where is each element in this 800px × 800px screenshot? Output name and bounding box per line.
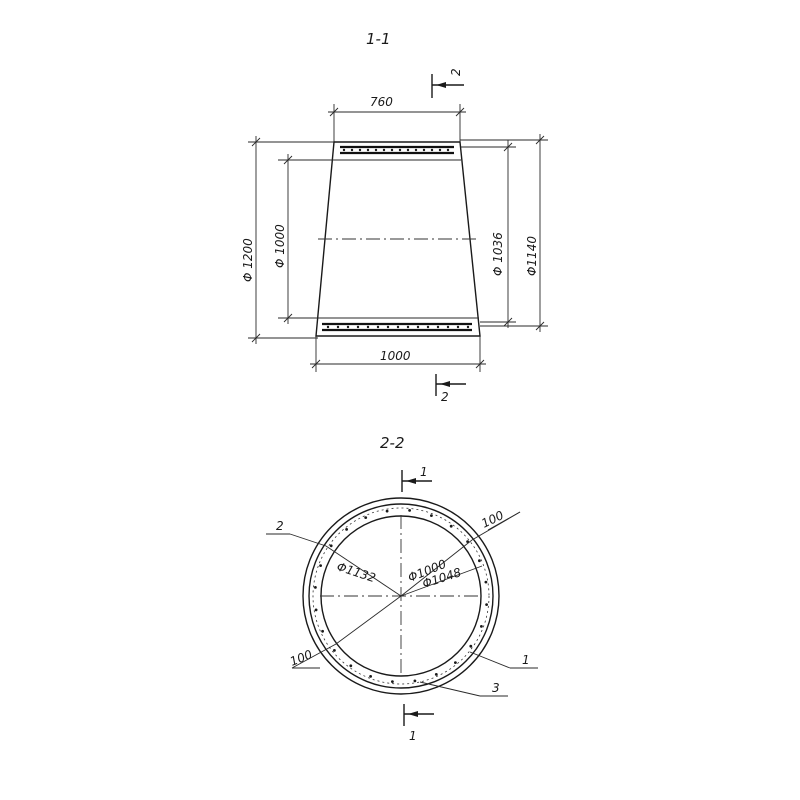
cut-marker-2-top-label: 1 bbox=[420, 465, 428, 479]
cut-marker-top-label: 2 bbox=[449, 68, 463, 76]
dia-1132-label: Φ1132 bbox=[335, 560, 377, 586]
rebar-dot bbox=[485, 603, 488, 606]
callout-3: 3 bbox=[419, 681, 508, 697]
callout-2-label: 2 bbox=[276, 519, 284, 533]
dim-top-width: 760 bbox=[328, 95, 466, 142]
dim-right-inner: Φ 1036 bbox=[461, 140, 516, 328]
cut-marker-bottom: 2 bbox=[435, 374, 466, 404]
rebar-dot bbox=[430, 514, 433, 517]
section-2-2-title: 2-2 bbox=[380, 434, 405, 452]
rebar-dot bbox=[319, 564, 322, 567]
callout-1: 1 bbox=[469, 651, 538, 669]
rebar-dot bbox=[329, 544, 333, 548]
cut-marker-bottom-label: 2 bbox=[441, 390, 449, 404]
bottom-rebar-band bbox=[322, 322, 472, 332]
bottom-width-label: 1000 bbox=[380, 349, 411, 363]
dim-left-outer: Φ 1200 bbox=[241, 136, 334, 344]
top-rebar-band bbox=[340, 145, 454, 155]
rebar-dot bbox=[469, 644, 473, 648]
rebar-dot bbox=[413, 679, 417, 683]
dim-left-inner: Φ 1000 bbox=[273, 154, 334, 324]
rebar-dot bbox=[478, 559, 481, 563]
rebar-dot bbox=[333, 649, 336, 652]
cut-marker-2-bottom: 1 bbox=[403, 704, 434, 743]
dia-inner-right-label: Φ 1036 bbox=[491, 232, 505, 276]
dia-outer-right-label: Φ1140 bbox=[525, 236, 539, 276]
section-1-1-title: 1-1 bbox=[366, 30, 391, 48]
rebar-dot bbox=[449, 524, 453, 528]
dim-right-outer: Φ1140 bbox=[460, 134, 548, 332]
rebar-dot bbox=[364, 516, 368, 519]
rebar-dot bbox=[349, 664, 353, 668]
ring-rebar-dots bbox=[314, 509, 488, 683]
rebar-dot bbox=[480, 625, 483, 628]
top-width-label: 760 bbox=[370, 95, 393, 109]
section-1-1: 1-1 2 760 bbox=[241, 30, 548, 404]
cut-marker-top: 2 bbox=[431, 68, 464, 98]
rebar-dot bbox=[314, 586, 317, 589]
rebar-dot bbox=[484, 580, 488, 584]
rebar-dot bbox=[408, 509, 411, 512]
callout-1-label: 1 bbox=[522, 653, 530, 667]
dia-outer-left-label: Φ 1200 bbox=[241, 238, 255, 282]
callout-3-label: 3 bbox=[492, 681, 500, 695]
rebar-dot bbox=[454, 661, 457, 664]
rebar-dot bbox=[321, 629, 324, 633]
rebar-dot bbox=[466, 540, 469, 543]
rebar-dot bbox=[385, 509, 389, 513]
cut-marker-2-bottom-label: 1 bbox=[409, 729, 417, 743]
rebar-dot bbox=[314, 608, 318, 612]
radial-dims bbox=[291, 511, 521, 669]
rebar-dot bbox=[369, 675, 372, 678]
callout-2: 2 bbox=[266, 519, 327, 547]
dia-inner-left-label: Φ 1000 bbox=[273, 224, 287, 268]
section-2-2: 2-2 1 bbox=[266, 434, 538, 743]
dim-bottom-width: 1000 bbox=[310, 336, 486, 372]
cut-marker-2-top: 1 bbox=[401, 465, 432, 492]
rebar-dot bbox=[391, 680, 394, 683]
rebar-dot bbox=[345, 528, 348, 531]
cone-body bbox=[315, 141, 481, 337]
rebar-dot bbox=[434, 673, 438, 676]
dim-100-bottom-label: 100 bbox=[288, 647, 315, 669]
